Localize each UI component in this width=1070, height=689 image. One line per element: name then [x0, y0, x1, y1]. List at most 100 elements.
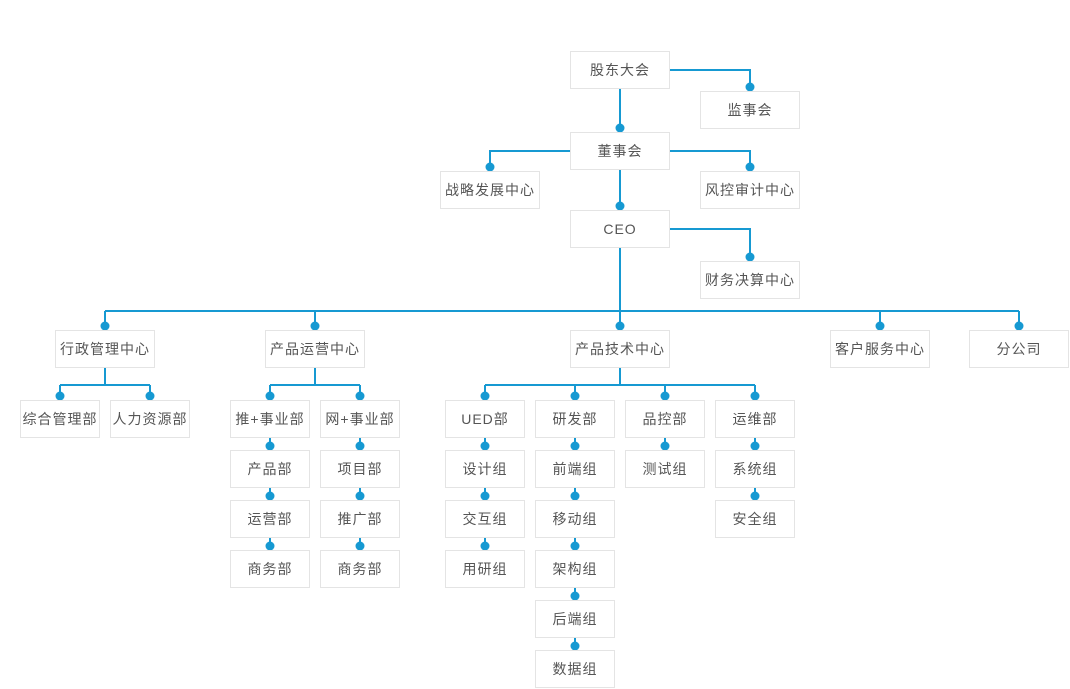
org-node-strategy-development-center: 战略发展中心	[440, 171, 540, 209]
connector-line	[670, 69, 751, 91]
org-node-label: 监事会	[727, 102, 773, 118]
connector-dot	[485, 162, 495, 172]
org-node-label: 安全组	[732, 511, 778, 527]
org-node-label: 产品部	[247, 461, 293, 477]
org-node-label: 股东大会	[590, 62, 650, 78]
connector-dot	[745, 162, 755, 172]
org-node-backend-group: 后端组	[535, 600, 615, 638]
org-node-tui-business-unit: 推+事业部	[230, 400, 310, 438]
org-node-label: 董事会	[597, 143, 643, 159]
org-node-testing-group: 测试组	[625, 450, 705, 488]
connector-dot	[570, 391, 580, 401]
connector-dot	[570, 491, 580, 501]
org-node-customer-service-center: 客户服务中心	[830, 330, 930, 368]
org-node-shareholders-meeting: 股东大会	[570, 51, 670, 89]
org-node-product-technology-center: 产品技术中心	[570, 330, 670, 368]
connector-dot	[355, 491, 365, 501]
org-node-label: 架构组	[552, 561, 598, 577]
org-node-board-of-directors: 董事会	[570, 132, 670, 170]
org-node-ceo: CEO	[570, 210, 670, 248]
connector-dot	[355, 391, 365, 401]
org-node-label: 分公司	[996, 341, 1042, 357]
org-node-operation-dept: 运营部	[230, 500, 310, 538]
org-node-data-group: 数据组	[535, 650, 615, 688]
org-node-rd-dept: 研发部	[535, 400, 615, 438]
org-node-business-dept-wang: 商务部	[320, 550, 400, 588]
connector-dot	[265, 541, 275, 551]
connector-dot	[615, 201, 625, 211]
org-node-label: 后端组	[552, 611, 598, 627]
connector-dot	[310, 321, 320, 331]
org-node-supervisory-board: 监事会	[700, 91, 800, 129]
connector-dot	[615, 321, 625, 331]
connector-dot	[265, 491, 275, 501]
org-node-label: 前端组	[552, 461, 598, 477]
org-node-label: 系统组	[732, 461, 778, 477]
org-node-label: UED部	[461, 411, 509, 427]
org-node-label: 行政管理中心	[60, 341, 150, 357]
org-node-design-group: 设计组	[445, 450, 525, 488]
connector-dot	[750, 391, 760, 401]
connector-line	[670, 228, 751, 261]
org-node-label: 财务决算中心	[705, 272, 795, 288]
org-node-label: 综合管理部	[22, 411, 98, 427]
org-node-general-management-dept: 综合管理部	[20, 400, 100, 438]
org-node-system-group: 系统组	[715, 450, 795, 488]
org-node-security-group: 安全组	[715, 500, 795, 538]
connector-dot	[480, 491, 490, 501]
connector-dot	[480, 441, 490, 451]
connector-dot	[355, 541, 365, 551]
org-node-label: 战略发展中心	[445, 182, 535, 198]
org-node-product-operation-center: 产品运营中心	[265, 330, 365, 368]
org-node-label: 数据组	[552, 661, 598, 677]
connector-dot	[570, 541, 580, 551]
org-node-label: 商务部	[337, 561, 383, 577]
org-node-ops-maintenance-dept: 运维部	[715, 400, 795, 438]
connector-dot	[355, 441, 365, 451]
connector-dot	[55, 391, 65, 401]
org-node-label: 移动组	[552, 511, 598, 527]
org-node-ued-dept: UED部	[445, 400, 525, 438]
connector-line	[489, 150, 570, 171]
connector-dot	[570, 441, 580, 451]
connector-dot	[875, 321, 885, 331]
connector-dot	[750, 441, 760, 451]
connector-dot	[745, 252, 755, 262]
connector-dot	[750, 491, 760, 501]
org-node-label: 产品运营中心	[270, 341, 360, 357]
org-node-finance-settlement-center: 财务决算中心	[700, 261, 800, 299]
org-node-frontend-group: 前端组	[535, 450, 615, 488]
org-node-label: 产品技术中心	[575, 341, 665, 357]
org-node-label: 交互组	[462, 511, 508, 527]
org-node-architecture-group: 架构组	[535, 550, 615, 588]
connector-dot	[570, 591, 580, 601]
connector-dot	[265, 441, 275, 451]
connector-dot	[145, 391, 155, 401]
org-node-label: 设计组	[462, 461, 508, 477]
org-node-label: 推+事业部	[235, 411, 305, 427]
connector-dot	[100, 321, 110, 331]
connector-dot	[615, 123, 625, 133]
connector-dot	[480, 541, 490, 551]
org-node-user-research-group: 用研组	[445, 550, 525, 588]
connector-dot	[660, 391, 670, 401]
org-node-human-resources-dept: 人力资源部	[110, 400, 190, 438]
connector-dot	[745, 82, 755, 92]
org-node-label: 测试组	[642, 461, 688, 477]
org-node-mobile-group: 移动组	[535, 500, 615, 538]
org-node-label: CEO	[603, 221, 637, 237]
org-node-risk-audit-center: 风控审计中心	[700, 171, 800, 209]
org-node-label: 推广部	[337, 511, 383, 527]
org-node-interaction-group: 交互组	[445, 500, 525, 538]
org-node-quality-control-dept: 品控部	[625, 400, 705, 438]
org-node-project-dept: 项目部	[320, 450, 400, 488]
connector-dot	[570, 641, 580, 651]
org-node-business-dept-tui: 商务部	[230, 550, 310, 588]
org-node-label: 商务部	[247, 561, 293, 577]
org-node-label: 风控审计中心	[705, 182, 795, 198]
connector-dot	[265, 391, 275, 401]
org-node-label: 研发部	[552, 411, 598, 427]
org-node-label: 人力资源部	[112, 411, 188, 427]
org-node-label: 网+事业部	[325, 411, 395, 427]
